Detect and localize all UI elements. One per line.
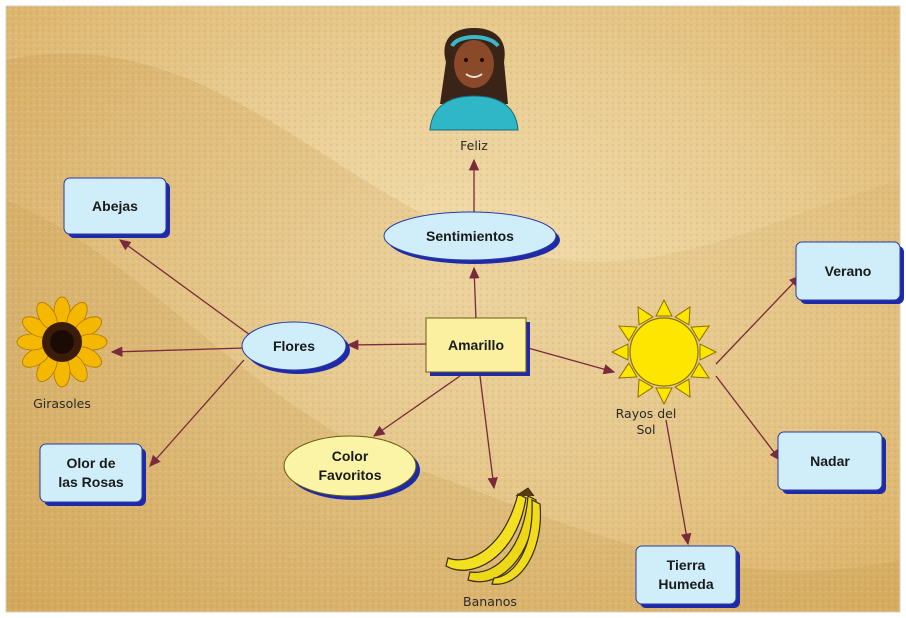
rayos-label-line1: Rayos del: [616, 406, 677, 421]
edge-amarillo-sentimientos: [469, 266, 480, 321]
tierra-label-line1: Tierra: [667, 557, 706, 573]
edge-flores-olor: [149, 359, 245, 467]
olor-label-line1: Olor de: [66, 455, 115, 471]
girasoles-label: Girasoles: [33, 396, 91, 411]
abejas-label: Abejas: [92, 198, 138, 214]
connection-lines: [110, 158, 801, 546]
amarillo-label: Amarillo: [448, 337, 504, 353]
bananos-label: Bananos: [463, 594, 517, 609]
girl-icon: [429, 28, 519, 131]
color-favoritos-node[interactable]: Color Favoritos: [283, 435, 420, 500]
color-label-line2: Favoritos: [318, 467, 381, 483]
sentimientos-node[interactable]: Sentimientos: [383, 211, 560, 264]
sunflower-icon: [16, 296, 108, 388]
olor-rosas-node[interactable]: Olor de las Rosas: [39, 443, 146, 506]
edge-flores-girasoles: [110, 346, 245, 357]
edge-rayos-nadar: [715, 375, 781, 462]
edge-flores-abejas: [118, 239, 251, 336]
edge-amarillo-rayos: [527, 347, 616, 375]
frame-border: [5, 5, 901, 613]
edge-amarillo-bananos: [479, 375, 498, 490]
banana-icon: [445, 487, 542, 585]
edge-amarillo-flores: [346, 339, 429, 351]
amarillo-node[interactable]: Amarillo: [425, 317, 530, 376]
edge-amarillo-color: [372, 375, 461, 437]
olor-label-line2: las Rosas: [58, 474, 124, 490]
tierra-humeda-node[interactable]: Tierra Humeda: [635, 545, 740, 608]
color-label-line1: Color: [332, 448, 369, 464]
nadar-node[interactable]: Nadar: [777, 431, 886, 494]
sun-icon: [610, 298, 718, 406]
flores-label: Flores: [273, 338, 315, 354]
flores-node[interactable]: Flores: [241, 321, 350, 374]
verano-node[interactable]: Verano: [795, 241, 904, 304]
edge-rayos-verano: [715, 275, 801, 365]
rayos-label-line2: Sol: [636, 422, 655, 437]
verano-label: Verano: [825, 263, 872, 279]
edge-rayos-tierra: [665, 419, 692, 546]
abejas-node[interactable]: Abejas: [63, 177, 170, 238]
feliz-label: Feliz: [460, 138, 488, 153]
nadar-label: Nadar: [810, 453, 850, 469]
tierra-label-line2: Humeda: [658, 576, 713, 592]
sentimientos-label: Sentimientos: [426, 228, 514, 244]
